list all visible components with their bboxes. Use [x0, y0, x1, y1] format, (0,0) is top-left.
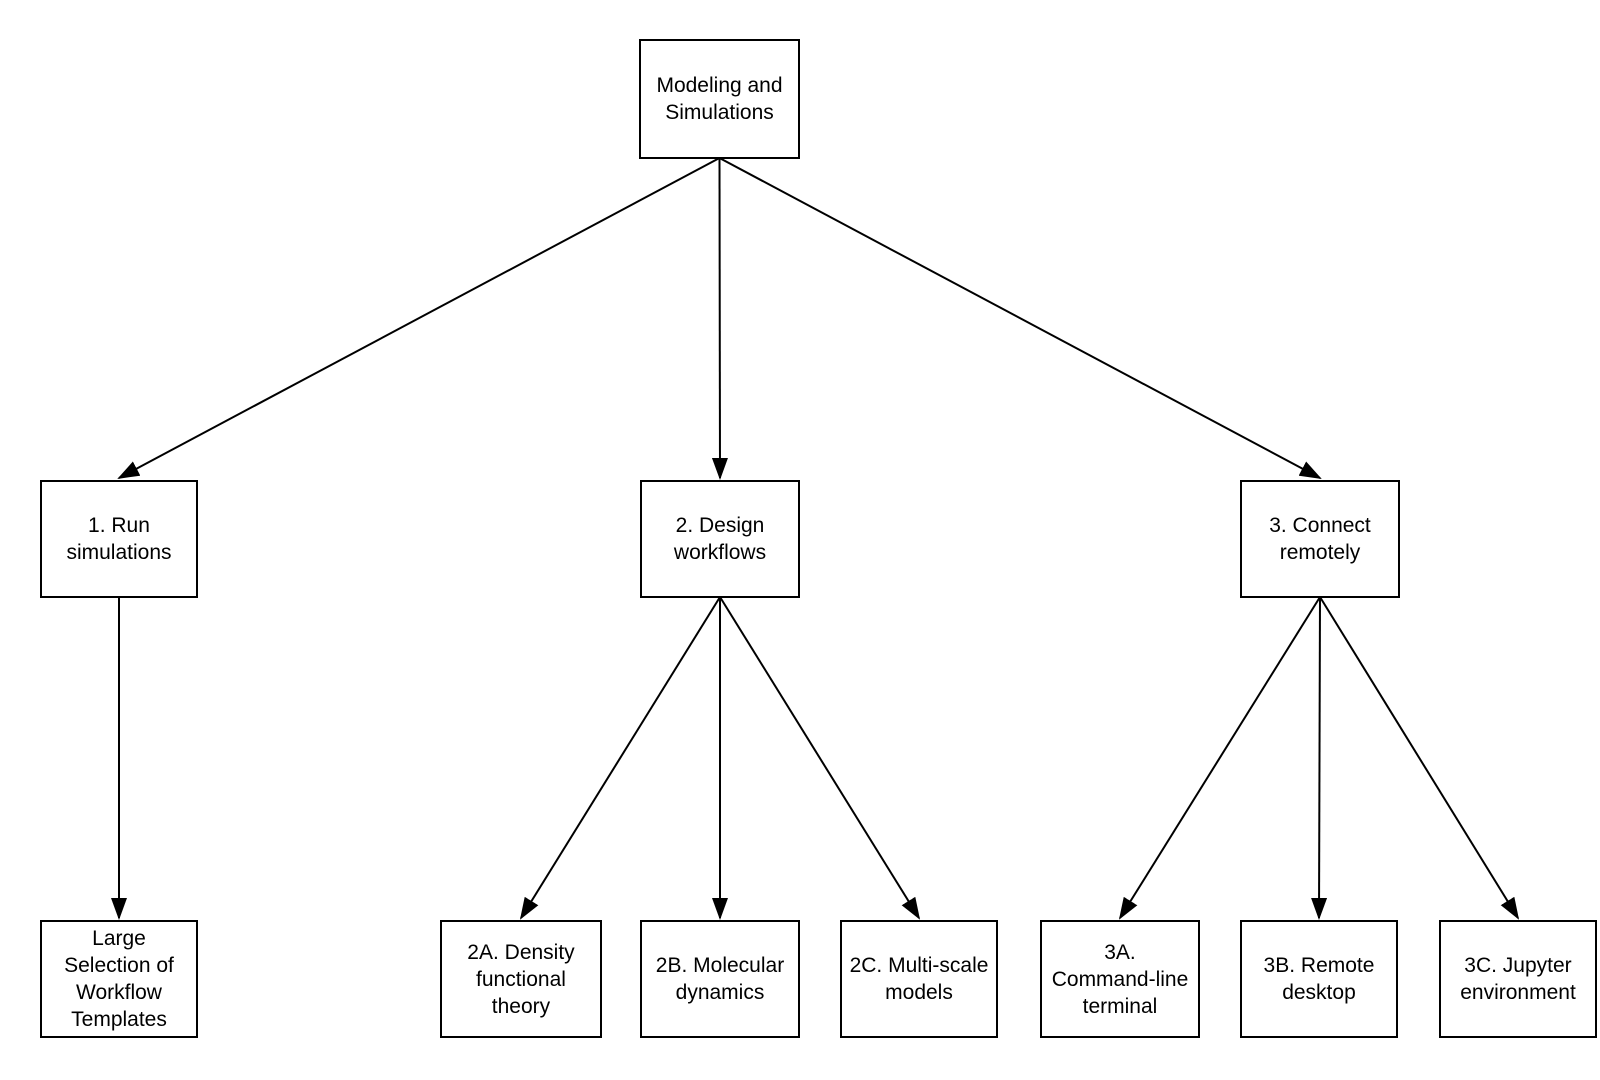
node-label-molecular-dynamics: 2B. Molecular dynamics — [655, 954, 785, 1004]
node-label-connect-remotely: 3. Connect remotely — [1269, 514, 1371, 564]
node-label-multi-scale-models: 2C. Multi-scale models — [849, 954, 989, 1004]
node-remote-desktop: 3B. Remote desktop — [1240, 920, 1398, 1038]
node-label-jupyter-environment: 3C. Jupyter environment — [1460, 954, 1576, 1004]
node-workflow-templates: Large Selection of Workflow Templates — [40, 920, 198, 1038]
node-label-design-workflows: 2. Design workflows — [673, 514, 767, 564]
edge-connect-remotely-to-command-line-terminal — [1118, 596, 1321, 920]
node-label-workflow-templates: Large Selection of Workflow Templates — [64, 927, 174, 1031]
node-label-command-line-terminal: 3A. Command-line terminal — [1051, 940, 1189, 1018]
node-label-remote-desktop: 3B. Remote desktop — [1263, 954, 1375, 1004]
node-command-line-terminal: 3A. Command-line terminal — [1040, 920, 1200, 1038]
edge-modeling-and-simulations-to-connect-remotely — [719, 157, 1322, 479]
edge-connect-remotely-to-remote-desktop — [1311, 596, 1328, 920]
node-density-functional-theory: 2A. Density functional theory — [440, 920, 602, 1038]
node-connect-remotely: 3. Connect remotely — [1240, 480, 1400, 598]
node-label-density-functional-theory: 2A. Density functional theory — [467, 940, 575, 1018]
edge-modeling-and-simulations-to-run-simulations — [117, 157, 720, 479]
node-run-simulations: 1. Run simulations — [40, 480, 198, 598]
node-molecular-dynamics: 2B. Molecular dynamics — [640, 920, 800, 1038]
node-modeling-and-simulations: Modeling and Simulations — [639, 39, 800, 159]
edge-modeling-and-simulations-to-design-workflows — [711, 157, 728, 480]
edge-design-workflows-to-multi-scale-models — [719, 596, 921, 920]
node-label-modeling-and-simulations: Modeling and Simulations — [656, 74, 783, 124]
edge-connect-remotely-to-jupyter-environment — [1319, 596, 1520, 920]
node-jupyter-environment: 3C. Jupyter environment — [1439, 920, 1597, 1038]
node-design-workflows: 2. Design workflows — [640, 480, 800, 598]
edge-design-workflows-to-density-functional-theory — [519, 596, 721, 920]
node-multi-scale-models: 2C. Multi-scale models — [840, 920, 998, 1038]
node-label-run-simulations: 1. Run simulations — [66, 514, 172, 564]
